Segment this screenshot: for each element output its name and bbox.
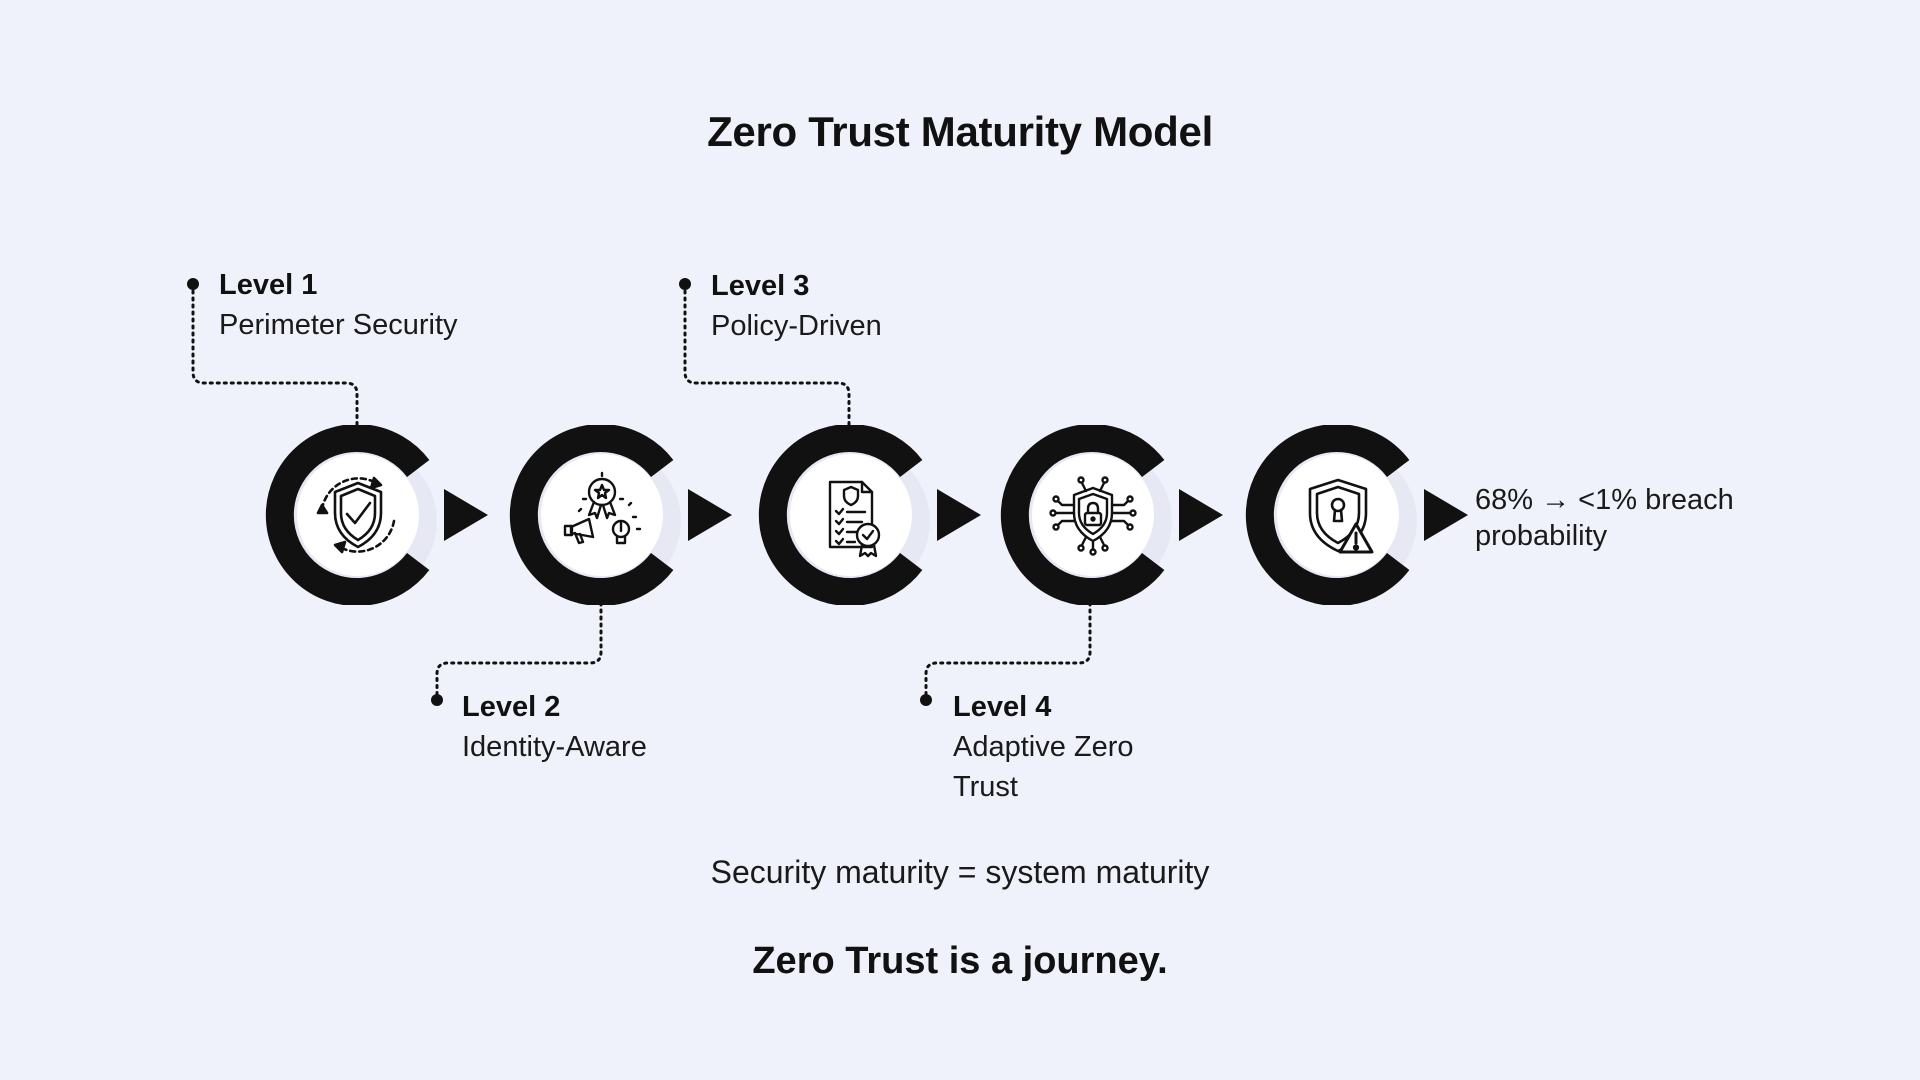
- connector-level-4: [924, 601, 1092, 702]
- outcome-text: 68% → <1% breach probability: [1475, 484, 1734, 552]
- shield-keyhole-warning-icon: [1308, 478, 1374, 554]
- level-1-label: Level 1 Perimeter Security: [219, 265, 519, 345]
- connector-dot-level-1: [187, 278, 199, 290]
- tagline-text: Zero Trust is a journey.: [752, 940, 1168, 982]
- arrow-2-to-3: [688, 489, 732, 541]
- connector-dot-level-4: [920, 694, 932, 706]
- arrow-1-to-2: [444, 489, 488, 541]
- level-1-description: Perimeter Security: [219, 309, 458, 341]
- connector-dot-level-3: [679, 278, 691, 290]
- level-2-node: [509, 425, 689, 605]
- arrow-4-to-5: [1179, 489, 1223, 541]
- shield-check-cycle-icon: [316, 476, 396, 554]
- level-3-node: [758, 425, 938, 605]
- policy-document-icon: [828, 480, 881, 558]
- level-4-label: Level 4 Adaptive Zero Trust: [953, 687, 1183, 807]
- arrow-3-to-4: [937, 489, 981, 541]
- level-2-description: Identity-Aware: [462, 731, 647, 763]
- level-2-title: Level 2: [462, 691, 561, 723]
- level-3-description: Policy-Driven: [711, 310, 882, 342]
- circuit-shield-lock-icon: [1049, 476, 1137, 556]
- connector-level-2: [435, 601, 603, 702]
- connector-level-3: [683, 282, 851, 430]
- level-3-label: Level 3 Policy-Driven: [711, 266, 1011, 346]
- connector-dot-level-2: [431, 694, 443, 706]
- level-4-description: Adaptive Zero Trust: [953, 731, 1134, 803]
- badge-megaphone-bulb-icon: [563, 471, 642, 545]
- level-4-node: [1000, 425, 1180, 605]
- level-1-node: [265, 425, 445, 605]
- level-1-title: Level 1: [219, 269, 318, 301]
- level-2-label: Level 2 Identity-Aware: [462, 687, 762, 767]
- diagram-title: Zero Trust Maturity Model: [707, 108, 1213, 155]
- summary-text: Security maturity = system maturity: [710, 854, 1210, 890]
- level-3-title: Level 3: [711, 270, 810, 302]
- connector-level-1: [191, 282, 359, 430]
- final-node: [1245, 425, 1425, 605]
- arrow-to-outcome: [1424, 489, 1468, 541]
- level-4-title: Level 4: [953, 691, 1052, 723]
